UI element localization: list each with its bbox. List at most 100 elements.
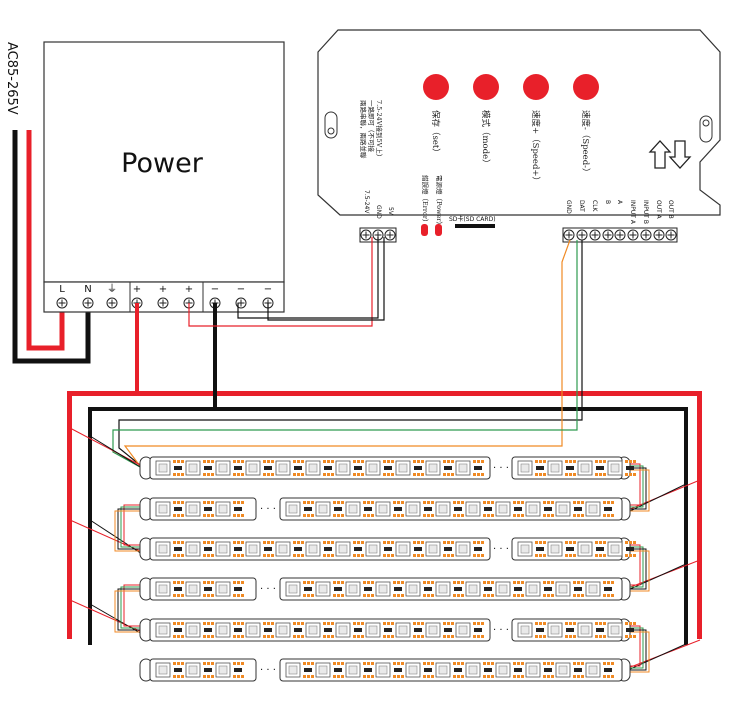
strip-jumper-wire (114, 510, 146, 552)
led-chip-icon (585, 581, 601, 597)
led-chip-icon (185, 541, 201, 557)
strip-ellipsis: · · · (493, 463, 509, 474)
led-chip-icon (285, 662, 301, 678)
led-chip-icon (577, 460, 593, 476)
led-chip-icon (547, 460, 563, 476)
strip-jumper-wire (626, 469, 650, 512)
led-chip-icon (335, 541, 351, 557)
led-chip-icon (215, 622, 231, 638)
led-chip-icon (555, 662, 571, 678)
ctrl-term-label-gnd: GND (375, 205, 382, 219)
psu-terminal-screw-icon (82, 297, 94, 309)
set-button[interactable] (423, 74, 449, 100)
led-chip-icon (495, 501, 511, 517)
mode-button[interactable] (473, 74, 499, 100)
led-chip-icon (305, 541, 321, 557)
led-chip-icon (315, 581, 331, 597)
psu-terminal-screw-icon (56, 297, 68, 309)
led-chip-icon (395, 541, 411, 557)
controller-power-terminals (359, 227, 397, 243)
strip-jumper-wire (626, 546, 644, 588)
strip-ellipsis: · · · (493, 544, 509, 555)
led-chip-icon (285, 581, 301, 597)
ctrl-signal-terminal-label: GND (565, 200, 572, 214)
speed-down-button[interactable] (573, 74, 599, 100)
led-chip-icon (155, 541, 171, 557)
strip-ellipsis: · · · (260, 584, 276, 595)
led-chip-icon (405, 662, 421, 678)
led-chip-icon (465, 501, 481, 517)
strip-jumper-wire (117, 588, 146, 631)
power-supply-title: Power (121, 148, 204, 179)
ctrl-term-label-5v: 5V (387, 207, 394, 216)
controller-note-2: 一路即可（不可接 (367, 100, 376, 153)
ctrl-term-label-vin: 7.5-24V (363, 190, 370, 214)
led-chip-icon (425, 622, 441, 638)
led-chip-icon (455, 622, 471, 638)
led-chip-icon (375, 662, 391, 678)
psu-terminal-label: + (185, 284, 193, 295)
psu-terminal-screw-icon (157, 297, 169, 309)
strip-jumper-wire (114, 590, 146, 633)
led-chip-icon (455, 541, 471, 557)
led-chip-icon (365, 460, 381, 476)
led-chip-icon (345, 662, 361, 678)
strip-jumper-wire (626, 550, 650, 592)
psu-terminal-label: L (59, 284, 65, 295)
led-chip-icon (275, 622, 291, 638)
ctrl-signal-terminal-screw-icon (589, 229, 601, 241)
ctrl-signal-terminal-screw-icon (563, 229, 575, 241)
led-strip: · · · (139, 577, 631, 601)
controller-note-1: 兩路串聯，兩路並聯 (359, 100, 368, 159)
speed-up-button[interactable] (523, 74, 549, 100)
mode-button-label: 模式（mode） (480, 110, 491, 168)
strip-ellipsis: · · · (260, 665, 276, 676)
led-chip-icon (155, 460, 171, 476)
led-chip-icon (155, 622, 171, 638)
mount-hole-left-icon (324, 111, 338, 139)
led-chip-icon (435, 501, 451, 517)
ctrl-signal-terminal-label: CLK (591, 200, 598, 213)
led-chip-icon (155, 662, 171, 678)
sd-card-slot[interactable] (455, 224, 495, 228)
led-chip-icon (607, 460, 623, 476)
arrow-up-icon (648, 140, 672, 169)
led-chip-icon (435, 662, 451, 678)
led-chip-icon (155, 581, 171, 597)
ctrl-signal-terminal-screw-icon (665, 229, 677, 241)
arrow-down-icon (668, 140, 692, 169)
led-chip-icon (465, 581, 481, 597)
led-chip-icon (305, 460, 321, 476)
ctrl-signal-terminal-label: INPUT A (629, 200, 636, 225)
ctrl-signal-terminal-screw-icon (640, 229, 652, 241)
led-chip-icon (245, 622, 261, 638)
strip-jumper-wire (626, 467, 647, 510)
led-chip-icon (375, 581, 391, 597)
led-chip-icon (185, 581, 201, 597)
led-chip-icon (335, 622, 351, 638)
strip-jumper-wire (626, 463, 641, 506)
strip-jumper-wire (626, 465, 644, 508)
led-chip-icon (525, 662, 541, 678)
psu-terminal-label: − (211, 284, 219, 295)
ctrl-signal-terminal-screw-icon (653, 229, 665, 241)
led-chip-icon (185, 622, 201, 638)
psu-terminal-label: N (84, 284, 91, 295)
wires (67, 237, 702, 673)
led-chip-icon (185, 501, 201, 517)
led-chip-icon (345, 501, 361, 517)
strip-jumper-wire (123, 504, 146, 546)
error-led (421, 224, 428, 236)
led-chip-icon (555, 501, 571, 517)
strip-jumper-wire (120, 586, 146, 629)
led-chip-icon (547, 622, 563, 638)
led-strip: · · · (139, 658, 631, 682)
controller: 兩路串聯，兩路並聯 一路即可（不可接 7.5-24V接到5V上） 保存（set）… (317, 29, 721, 236)
led-chip-icon (155, 501, 171, 517)
ctrl-signal-terminal-label: B (604, 200, 611, 204)
ctrl-signal-terminal-label: DAT (578, 200, 585, 212)
ctrl-power-terminal-screw-icon (384, 229, 396, 241)
psu-terminal-label: + (159, 284, 167, 295)
strip-jumper-wire (626, 548, 647, 590)
psu-terminal-screw-icon (106, 297, 118, 309)
